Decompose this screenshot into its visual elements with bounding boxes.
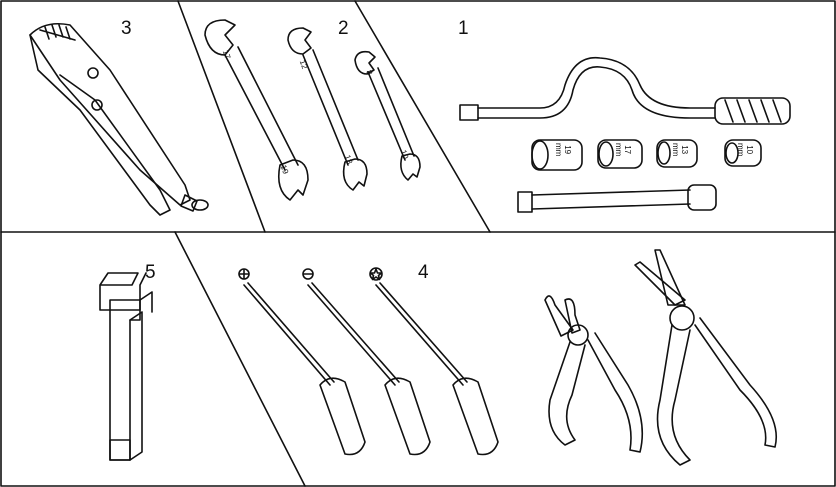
speed-handle-socket-set-drawing (459, 56, 791, 213)
panel-number-4: 4 (418, 262, 429, 283)
socket-size: 13 (680, 145, 689, 155)
socket-size: 19 (563, 145, 572, 155)
panel-number-2: 2 (338, 18, 349, 39)
sockets (531, 139, 762, 171)
socket-unit: mm (554, 143, 563, 157)
socket-size: 10 (745, 145, 754, 155)
locking-pliers-drawing (29, 22, 209, 216)
spark-plug-tool-drawing (99, 272, 153, 461)
panel-number-1: 1 (458, 18, 469, 39)
socket-unit: mm (614, 143, 623, 157)
socket-unit: mm (736, 143, 745, 157)
open-end-wrenches-drawing (204, 19, 421, 201)
socket-size: 17 (623, 145, 632, 155)
screwdrivers-drawing (238, 267, 499, 456)
socket-unit: mm (671, 143, 680, 157)
panel-number-3: 3 (121, 18, 132, 39)
panel-number-5: 5 (145, 262, 156, 283)
cutting-pliers-drawing (544, 295, 644, 453)
needle-nose-pliers-drawing (634, 249, 777, 466)
